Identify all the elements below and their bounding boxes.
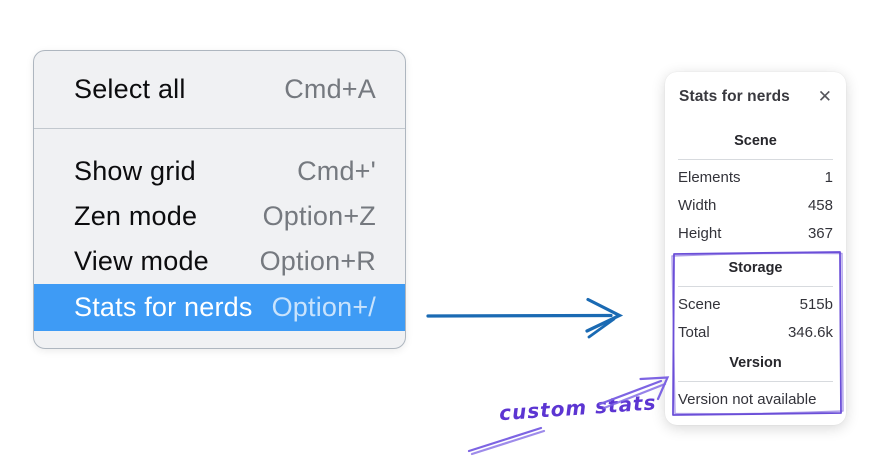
stat-value: 346.6k <box>787 324 833 341</box>
section-storage: Storage Scene 515b Total 346.6k <box>665 261 846 347</box>
menu-item-shortcut: Option+/ <box>271 292 376 322</box>
menu-item-label: Select all <box>74 74 186 104</box>
section-scene: Scene Elements 1 Width 458 Height 367 <box>665 134 846 248</box>
stat-row-scene-storage: Scene 515b <box>665 291 846 319</box>
stat-label: Scene <box>678 296 721 313</box>
section-version: Version Version not available <box>665 356 846 414</box>
menu-item-shortcut: Cmd+' <box>297 156 376 186</box>
menu-divider <box>34 128 405 129</box>
stat-value: 458 <box>807 197 833 214</box>
stat-row-height: Height 367 <box>665 220 846 248</box>
stats-panel-header: Stats for nerds ✕ <box>665 86 846 108</box>
stat-value: 1 <box>824 169 833 186</box>
menu-item-show-grid[interactable]: Show grid Cmd+' <box>34 149 405 194</box>
close-icon: ✕ <box>817 86 832 107</box>
stat-label: Elements <box>678 169 741 186</box>
stat-label: Width <box>678 197 717 214</box>
stats-panel: Stats for nerds ✕ Scene Elements 1 Width… <box>665 72 846 425</box>
menu-group: Show grid Cmd+' Zen mode Option+Z View m… <box>34 129 405 347</box>
menu-item-label: Stats for nerds <box>74 292 253 322</box>
menu-item-view-mode[interactable]: View mode Option+R <box>34 239 405 284</box>
menu-item-select-all[interactable]: Select all Cmd+A <box>34 51 405 128</box>
menu-item-shortcut: Option+Z <box>262 201 376 231</box>
stat-value: 515b <box>799 296 833 313</box>
stats-panel-title: Stats for nerds <box>679 88 790 105</box>
stat-row-total-storage: Total 346.6k <box>665 319 846 347</box>
section-title: Storage <box>728 260 783 276</box>
section-title: Scene <box>734 133 777 149</box>
stat-label: Height <box>678 225 722 242</box>
menu-item-stats-for-nerds[interactable]: Stats for nerds Option+/ <box>34 284 405 331</box>
section-divider <box>678 286 833 287</box>
section-divider <box>678 381 833 382</box>
annotation-label: custom stats <box>498 390 658 426</box>
stat-row-width: Width 458 <box>665 192 846 220</box>
section-title: Version <box>729 355 782 371</box>
menu-item-label: Zen mode <box>74 201 198 231</box>
version-note: Version not available <box>678 391 817 408</box>
flow-arrow <box>426 297 624 339</box>
menu-item-zen-mode[interactable]: Zen mode Option+Z <box>34 194 405 239</box>
annotation-stroke <box>467 426 546 456</box>
close-button[interactable]: ✕ <box>817 86 832 107</box>
menu-item-label: View mode <box>74 246 209 276</box>
menu-item-shortcut: Option+R <box>259 246 376 276</box>
stat-row-elements: Elements 1 <box>665 164 846 192</box>
section-divider <box>678 159 833 160</box>
stat-value: 367 <box>807 225 833 242</box>
context-menu: Select all Cmd+A Show grid Cmd+' Zen mod… <box>33 50 406 349</box>
stat-label: Total <box>678 324 710 341</box>
menu-item-label: Show grid <box>74 156 196 186</box>
menu-item-shortcut: Cmd+A <box>284 74 376 104</box>
